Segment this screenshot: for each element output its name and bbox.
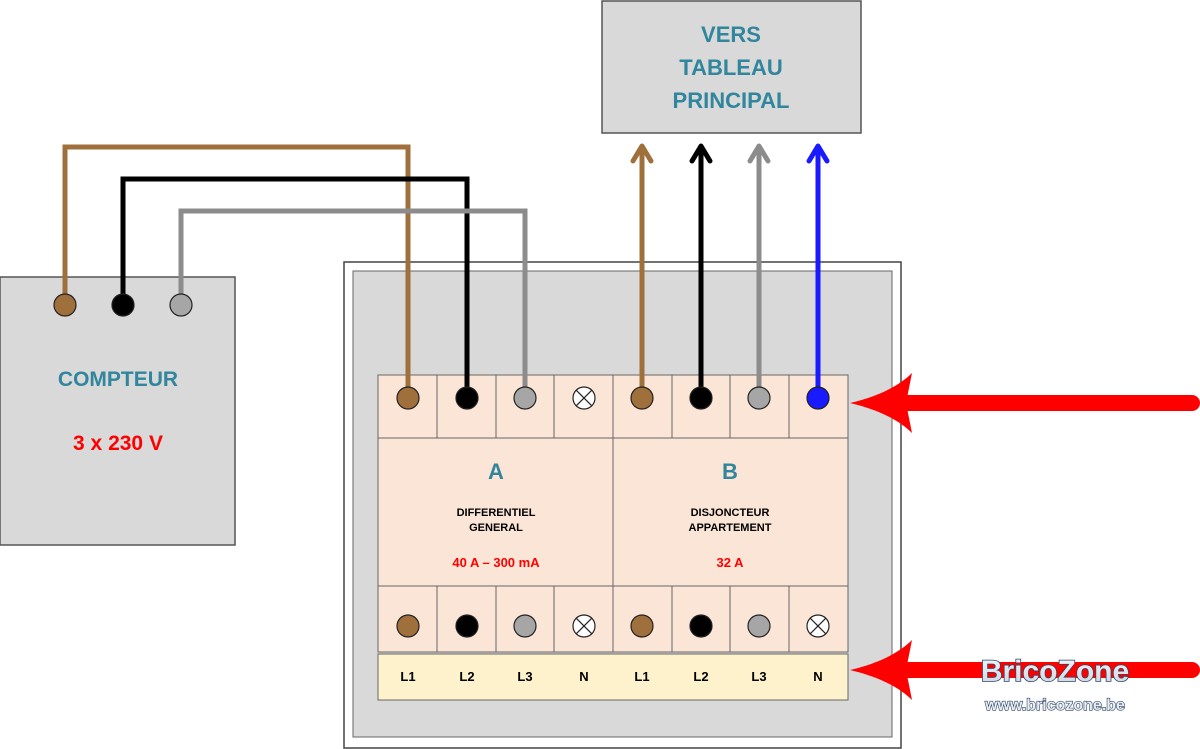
- terminal-blue: [806, 386, 830, 410]
- arrowhead-gray: [747, 143, 771, 164]
- module-b-name2: APPARTEMENT: [689, 522, 772, 534]
- breaker-modules: A DIFFERENTIEL GENERAL 40 A – 300 mA B D…: [377, 374, 849, 653]
- terminal-dividers: [436, 375, 790, 652]
- arrowhead-black: [689, 143, 713, 164]
- red-arrow-top: [850, 373, 1200, 433]
- phase-label: L3: [751, 669, 766, 684]
- phase-label: L1: [400, 669, 415, 684]
- phase-label: L3: [517, 669, 532, 684]
- module-a-name2: GENERAL: [469, 522, 523, 534]
- terminal-gray: [747, 386, 771, 410]
- module-a-name1: DIFFERENTIEL: [457, 507, 536, 519]
- compteur-title: COMPTEUR: [58, 368, 178, 391]
- module-a-rating: 40 A – 300 mA: [452, 555, 540, 570]
- phase-label: L2: [693, 669, 708, 684]
- phase-label-strip: L1 L2 L3 N L1 L2 L3 N: [377, 653, 849, 701]
- top-terminals: [396, 386, 830, 410]
- module-b-letter: B: [722, 459, 738, 484]
- terminal-neutral-empty: [572, 386, 596, 410]
- arrowhead-blue: [806, 143, 830, 164]
- bottom-terminals: [396, 614, 830, 638]
- terminal-brown: [53, 293, 77, 317]
- watermark-brand: BricoZone: [981, 655, 1129, 688]
- terminal-brown: [396, 386, 420, 410]
- wire-gray-input: [178, 208, 528, 398]
- terminal-brown: [630, 386, 654, 410]
- watermark-url: www.bricozone.be: [984, 697, 1125, 714]
- terminal-gray: [513, 614, 537, 638]
- compteur-terminals: [53, 293, 193, 317]
- wire-black-input: [120, 176, 470, 398]
- terminal-brown: [396, 614, 420, 638]
- terminal-gray: [747, 614, 771, 638]
- terminal-neutral-empty: [572, 614, 596, 638]
- module-b-rating: 32 A: [717, 555, 745, 570]
- arrowhead-brown: [630, 143, 654, 164]
- phase-label: N: [579, 669, 588, 684]
- terminal-black: [689, 614, 713, 638]
- output-wires: [630, 143, 830, 398]
- terminal-black: [455, 614, 479, 638]
- tableau-line3: PRINCIPAL: [673, 88, 790, 113]
- terminal-black: [689, 386, 713, 410]
- terminal-brown: [630, 614, 654, 638]
- terminal-neutral-empty: [806, 614, 830, 638]
- tableau-line2: TABLEAU: [679, 55, 782, 80]
- phase-label: L1: [634, 669, 649, 684]
- phase-label: N: [813, 669, 822, 684]
- wire-brown-input: [62, 144, 411, 398]
- module-a-letter: A: [488, 459, 504, 484]
- terminal-black: [111, 293, 135, 317]
- red-arrow-bottom: [850, 640, 1200, 700]
- terminal-black: [455, 386, 479, 410]
- bricozone-watermark: BricoZone www.bricozone.be: [980, 654, 1130, 714]
- compteur-voltage: 3 x 230 V: [73, 432, 163, 455]
- tableau-line1: VERS: [701, 22, 761, 47]
- compteur-box: COMPTEUR 3 x 230 V: [0, 276, 236, 546]
- module-b-name1: DISJONCTEUR: [691, 507, 770, 519]
- phase-label: L2: [459, 669, 474, 684]
- terminal-gray: [169, 293, 193, 317]
- tableau-principal-box: VERS TABLEAU PRINCIPAL: [601, 0, 862, 134]
- terminal-gray: [513, 386, 537, 410]
- input-wires: [62, 144, 528, 398]
